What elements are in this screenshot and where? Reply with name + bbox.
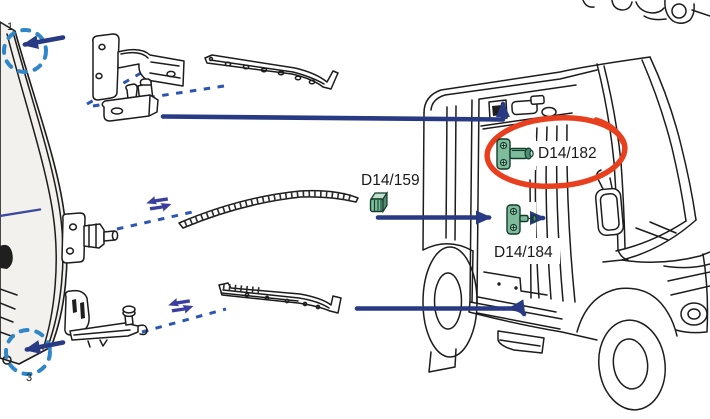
arrow-to-door-top	[22, 35, 66, 50]
swap-arrows-icon	[166, 293, 195, 318]
arrow-to-upper-track	[160, 101, 510, 122]
arrow-to-door-bottom	[24, 340, 66, 354]
headlight	[680, 302, 708, 326]
swap-arrows-icon	[144, 191, 173, 216]
arrow-to-sill	[354, 299, 527, 317]
label-part-lower-door-check: D14/184	[494, 244, 553, 261]
label-part-seal-block: D14/159	[361, 172, 420, 189]
mask-182-label	[533, 141, 611, 166]
front-wheel	[598, 319, 666, 411]
middle-hinge	[61, 212, 119, 264]
callout-ring-1	[2, 28, 48, 74]
callout-ring-3	[4, 328, 52, 376]
label-part-upper-door-check: D14/182	[538, 145, 597, 162]
van-line-art	[422, 56, 710, 411]
callout-1-label: 1	[7, 21, 13, 33]
callout-3-label: 3	[26, 372, 32, 384]
middle-seal-strip	[178, 189, 359, 229]
part-upper-door-check	[496, 138, 534, 170]
arrow-to-door-middle	[0, 208, 42, 218]
lower-check-bracket	[64, 289, 148, 348]
mask-184-label	[490, 238, 560, 264]
rear-wheel	[422, 246, 478, 358]
highlight-ring	[484, 114, 628, 190]
part-seal-block	[369, 191, 389, 214]
part-lower-door-check	[506, 204, 537, 235]
door-panel	[0, 21, 68, 365]
door-latch-recess	[0, 244, 13, 269]
lower-sill-strip	[218, 282, 342, 314]
upper-hinge-bracket	[101, 78, 159, 122]
side-mirror	[594, 169, 625, 237]
background-vehicle-fragment	[582, 0, 710, 24]
direction-arrows	[0, 35, 546, 354]
upper-door-trim-strip	[204, 54, 339, 90]
upper-hinge	[92, 33, 185, 101]
